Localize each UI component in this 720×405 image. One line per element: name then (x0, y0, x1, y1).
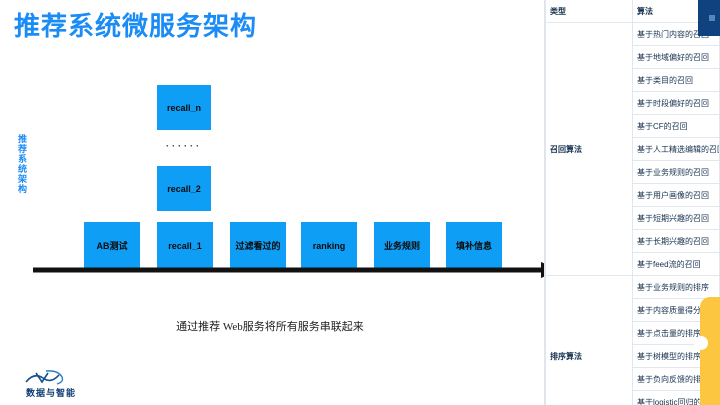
corner-glyph-icon (709, 15, 715, 21)
flow-box-filter-seen[interactable]: 过滤看过的 (230, 222, 286, 270)
table-row[interactable]: 排序算法基于业务规则的排序 (545, 275, 720, 405)
table-cell-type: 召回算法 (545, 22, 633, 276)
corner-accent-navy (698, 0, 720, 36)
table-row[interactable]: 基于用户画像的召回 (546, 183, 720, 207)
table-cell-algorithm: 基于用户画像的召回 (632, 183, 720, 207)
table-cell-algorithm: 基于时段偏好的召回 (632, 91, 720, 115)
flow-box-business-rules[interactable]: 业务规则 (374, 222, 430, 270)
table-cell-algorithm: 基于feed流的召回 (632, 252, 720, 276)
table-row[interactable]: 基于时段偏好的召回 (546, 91, 720, 115)
table-row[interactable]: 基于长期兴趣的召回 (546, 229, 720, 253)
logo-text: 数据与智能 (25, 388, 76, 398)
table-cell-algorithm: 基于CF的召回 (632, 114, 720, 138)
recall-ellipsis: ······ (166, 141, 202, 151)
flow-box-recall-n[interactable]: recall_n (157, 85, 211, 130)
table-row[interactable]: 基于业务规则的召回 (546, 160, 720, 184)
table-cell-type: 排序算法 (545, 275, 633, 405)
table-row[interactable]: 基于地域偏好的召回 (546, 45, 720, 69)
table-cell-algorithm: 基于类目的召回 (632, 68, 720, 92)
flow-box-ab-test[interactable]: AB测试 (84, 222, 140, 270)
flow-caption: 通过推荐 Web服务将所有服务串联起来 (176, 321, 364, 333)
brand-logo: 数据与智能 (10, 369, 92, 399)
logo-mark-icon (25, 370, 64, 385)
page-title: 推荐系统微服务架构 (14, 11, 258, 41)
flow-box-recall-2[interactable]: recall_2 (157, 166, 211, 211)
edge-accent-amber (700, 297, 720, 405)
table-cell-algorithm: 基于短期兴趣的召回 (632, 206, 720, 230)
vertical-section-label: 推荐系统架构 (17, 134, 27, 194)
flow-box-recall-1[interactable]: recall_1 (157, 222, 213, 270)
flow-box-ranking[interactable]: ranking (301, 222, 357, 270)
table-row[interactable]: 基于短期兴趣的召回 (546, 206, 720, 230)
table-cell-algorithm: 基于业务规则的排序 (632, 275, 720, 299)
table-cell-algorithm: 基于人工精选编辑的召回 (632, 137, 720, 161)
table-body: 召回算法基于热门内容的召回基于地域偏好的召回基于类目的召回基于时段偏好的召回基于… (545, 22, 720, 405)
table-cell-algorithm: 基于logistic回归的排序 (632, 390, 720, 405)
table-cell-algorithm: 基于业务规则的召回 (632, 160, 720, 184)
table-row[interactable]: 基于logistic回归的排序 (546, 390, 720, 405)
table-row[interactable]: 召回算法基于热门内容的召回 (545, 22, 720, 276)
flow-box-fill-info[interactable]: 填补信息 (446, 222, 502, 270)
column-header-type: 类型 (545, 0, 633, 23)
table-row[interactable]: 基于人工精选编辑的召回 (546, 137, 720, 161)
table-cell-algorithm: 基于长期兴趣的召回 (632, 229, 720, 253)
process-flow-arrow-icon (33, 262, 560, 278)
edge-accent-notch (694, 336, 708, 350)
table-cell-algorithm: 基于地域偏好的召回 (632, 45, 720, 69)
table-row[interactable]: 基于类目的召回 (546, 68, 720, 92)
table-header-row: 类型 算法 (545, 0, 720, 23)
